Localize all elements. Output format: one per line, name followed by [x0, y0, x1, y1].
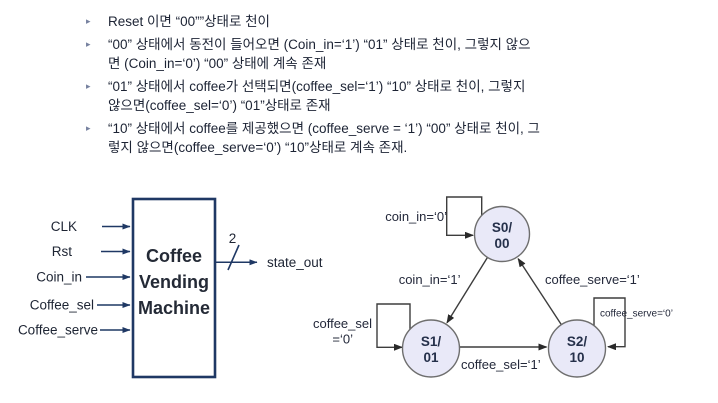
bullet-text: “10” 상태에서 coffee를 제공했으면 (coffee_serve = …	[108, 120, 540, 156]
state-s2-code: 10	[569, 350, 584, 365]
diagram-area: Coffee Vending Machine CLK Rst Coin_in C…	[18, 196, 673, 379]
box-title-line: Coffee	[146, 246, 202, 266]
input-label-rst: Rst	[52, 244, 72, 259]
transition-s0-s1	[446, 257, 489, 324]
label-coffee-sel-0b: =‘0’	[332, 332, 353, 347]
bullet-item: ▸ “00” 상태에서 동전이 들어오면 (Coin_in=‘1’) “01” …	[84, 35, 540, 74]
label-coffee-sel-1: coffee_sel=‘1’	[461, 357, 541, 372]
input-label-coffee-serve: Coffee_serve	[18, 323, 98, 338]
bullet-item: ▸ Reset 이면 “00””상태로 천이	[84, 12, 540, 32]
box-title-line: Machine	[138, 298, 210, 318]
bus-slash	[227, 244, 240, 271]
s2-self-loop	[593, 297, 626, 351]
state-diagram: S0/ 00 S1/ 01 S2/ 10 coin_in=‘0’ coin_in…	[313, 196, 673, 378]
bullet-marker-icon: ▸	[86, 80, 91, 91]
bullet-marker-icon: ▸	[86, 122, 91, 133]
input-label-clk: CLK	[51, 219, 77, 234]
state-s0	[473, 205, 531, 263]
label-coffee-serve-1: coffee_serve=‘1’	[545, 272, 640, 287]
state-s2	[547, 319, 607, 378]
input-label-coffee-sel: Coffee_sel	[30, 298, 94, 313]
label-coffee-sel-0a: coffee_sel	[313, 316, 372, 331]
label-coin-in-0: coin_in=‘0’	[385, 209, 447, 224]
bullet-text: “01” 상태에서 coffee가 선택되면(coffee_sel=‘1’) “…	[108, 78, 526, 114]
state-s1	[401, 319, 461, 378]
state-s2-name: S2/	[567, 334, 588, 349]
bus-width-label: 2	[229, 231, 237, 246]
label-coffee-serve-0: coffee_serve=‘0’	[600, 309, 673, 320]
bullet-item: ▸ “01” 상태에서 coffee가 선택되면(coffee_sel=‘1’)…	[84, 77, 540, 116]
bullet-marker-icon: ▸	[86, 16, 91, 26]
state-s1-code: 01	[423, 350, 439, 365]
bullet-text: “00” 상태에서 동전이 들어오면 (Coin_in=‘1’) “01” 상태…	[108, 36, 531, 72]
bullet-list: ▸ Reset 이면 “00””상태로 천이 ▸ “00” 상태에서 동전이 들…	[84, 12, 540, 161]
s1-self-loop	[376, 303, 411, 351]
label-coin-in-1: coin_in=‘1’	[399, 272, 461, 287]
vending-machine-box	[131, 197, 217, 379]
block-diagram: Coffee Vending Machine CLK Rst Coin_in C…	[18, 197, 323, 379]
transition-s2-s0	[517, 257, 562, 326]
box-title-line: Vending	[139, 272, 209, 292]
state-s0-name: S0/	[492, 220, 513, 235]
s0-self-loop	[446, 196, 483, 239]
state-s1-name: S1/	[421, 334, 442, 349]
bullet-marker-icon: ▸	[86, 38, 91, 49]
input-label-coin-in: Coin_in	[36, 270, 82, 285]
bullet-item: ▸ “10” 상태에서 coffee를 제공했으면 (coffee_serve …	[84, 119, 540, 158]
state-s0-code: 00	[494, 236, 509, 251]
bullet-text: Reset 이면 “00””상태로 천이	[108, 14, 270, 29]
output-label: state_out	[267, 255, 323, 270]
